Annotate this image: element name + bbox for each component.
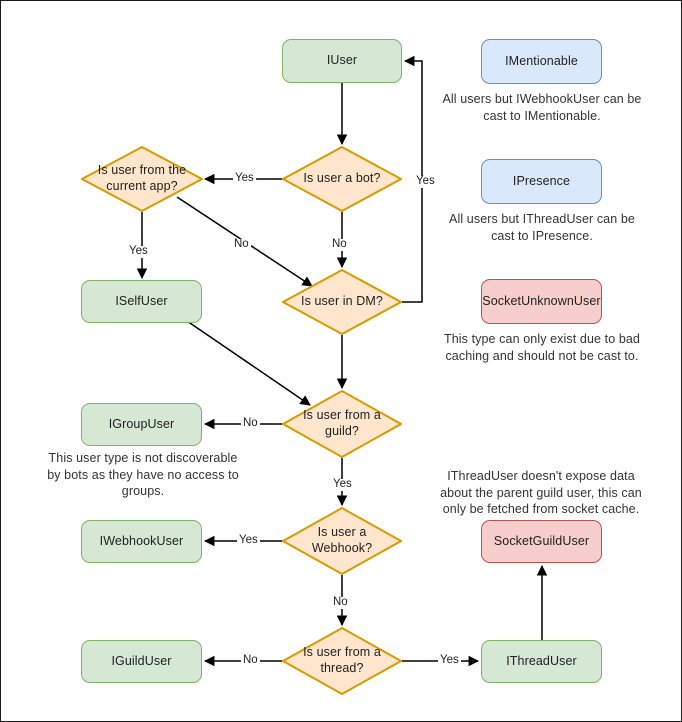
- note-socketunknownuser: This type can only exist due to bad cach…: [444, 332, 640, 363]
- edge-label-thread-yes: Yes: [438, 654, 461, 667]
- node-is-user-a-bot[interactable]: Is user a bot?: [282, 146, 402, 212]
- node-socketunknownuser[interactable]: SocketUnknownUser: [481, 279, 602, 324]
- diamond-shape-icon: [81, 146, 203, 212]
- note-igroupuser: This user type is not discoverable by bo…: [47, 451, 239, 498]
- node-iwebhookuser[interactable]: IWebhookUser: [81, 520, 202, 563]
- node-is-user-from-current-app-label: Is user from the current app?: [97, 163, 187, 193]
- edge-label-dm-yes: Yes: [414, 175, 437, 188]
- edge-label-webhook-no: No: [331, 596, 350, 609]
- node-igroupuser-label: IGroupUser: [108, 416, 175, 431]
- edge-label-bot-yes: Yes: [233, 172, 256, 185]
- node-ipresence[interactable]: IPresence: [481, 159, 602, 204]
- node-iselfuser-label: ISelfUser: [115, 293, 168, 308]
- diamond-shape-icon: [282, 146, 402, 212]
- node-igroupuser[interactable]: IGroupUser: [81, 403, 202, 446]
- node-is-user-a-webhook[interactable]: Is user a Webhook?: [282, 507, 402, 575]
- note-ipresence: All users but IThreadUser can be cast to…: [449, 212, 635, 243]
- node-imentionable[interactable]: IMentionable: [481, 39, 602, 84]
- edge-label-bot-no: No: [330, 238, 349, 251]
- diamond-shape-icon: [282, 627, 402, 695]
- diamond-shape-icon: [282, 390, 402, 458]
- diamond-shape-icon: [282, 507, 402, 575]
- node-is-user-from-current-app[interactable]: Is user from the current app?: [81, 146, 203, 212]
- node-iuser-label: IUser: [326, 53, 358, 68]
- edge-label-guild-yes: Yes: [331, 478, 354, 491]
- node-iguilduser[interactable]: IGuildUser: [81, 640, 202, 683]
- edge-label-thread-no: No: [241, 654, 260, 667]
- edge-label-webhook-yes: Yes: [237, 534, 260, 547]
- note-imentionable: All users but IWebhookUser can be cast t…: [442, 92, 642, 123]
- node-is-user-from-guild[interactable]: Is user from a guild?: [282, 390, 402, 458]
- node-iwebhookuser-label: IWebhookUser: [99, 533, 184, 548]
- node-is-user-from-guild-label: Is user from a guild?: [303, 408, 381, 438]
- node-is-user-a-webhook-label: Is user a Webhook?: [311, 525, 373, 555]
- node-ithreaduser-label: IThreadUser: [506, 653, 577, 668]
- note-ithreaduser: IThreadUser doesn't expose data about th…: [440, 469, 642, 516]
- node-is-user-from-thread-label: Is user from a thread?: [303, 645, 381, 675]
- node-is-user-in-dm-label: Is user in DM?: [301, 294, 383, 309]
- node-iguilduser-label: IGuildUser: [111, 653, 172, 668]
- node-ithreaduser[interactable]: IThreadUser: [481, 640, 602, 683]
- edge-label-app-yes: Yes: [127, 245, 150, 258]
- edge-label-app-no: No: [232, 238, 251, 251]
- node-socketguilduser-label: SocketGuildUser: [493, 533, 590, 548]
- node-is-user-in-dm[interactable]: Is user in DM?: [282, 269, 402, 335]
- node-is-user-from-thread[interactable]: Is user from a thread?: [282, 627, 402, 695]
- node-iselfuser[interactable]: ISelfUser: [81, 280, 202, 323]
- node-imentionable-label: IMentionable: [505, 53, 578, 68]
- node-is-user-a-bot-label: Is user a bot?: [303, 171, 381, 186]
- node-socketunknownuser-label: SocketUnknownUser: [482, 293, 601, 308]
- node-iuser[interactable]: IUser: [282, 39, 402, 83]
- node-ipresence-label: IPresence: [512, 173, 571, 188]
- node-socketguilduser[interactable]: SocketGuildUser: [481, 520, 602, 563]
- edge-label-guild-no: No: [241, 417, 260, 430]
- diamond-shape-icon: [282, 269, 402, 335]
